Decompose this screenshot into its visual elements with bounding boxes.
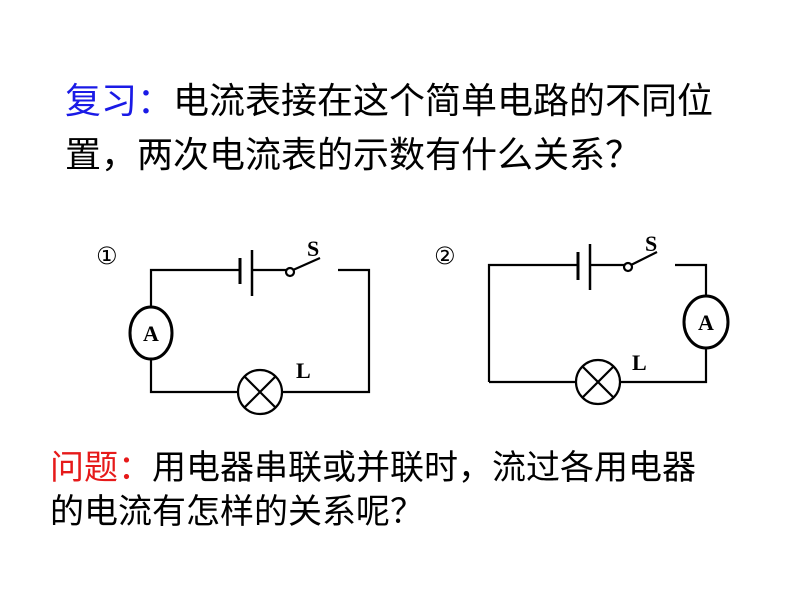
circuit-1: ① A S L bbox=[96, 236, 371, 416]
question-label: 问题： bbox=[50, 448, 152, 488]
ammeter-icon bbox=[128, 305, 174, 361]
question-text-1: 用电器串联或并联时，流过各用电器 bbox=[152, 448, 696, 488]
question-text-2: 的电流有怎样的关系呢？ bbox=[50, 492, 424, 532]
switch-pivot bbox=[284, 266, 296, 278]
circuit-2-number: ② bbox=[434, 242, 456, 270]
review-text-1: 电流表接在这个简单电路的不同位 bbox=[173, 81, 714, 122]
review-text-2: 置，两次电流表的示数有什么关系？ bbox=[65, 135, 642, 176]
lamp-icon bbox=[574, 358, 622, 406]
ammeter-label: A bbox=[143, 321, 159, 346]
ammeter-label: A bbox=[698, 310, 714, 335]
switch-blade bbox=[292, 256, 321, 272]
switch-pivot bbox=[622, 261, 634, 273]
ammeter-icon bbox=[682, 294, 730, 350]
circuit-1-number: ① bbox=[96, 242, 118, 270]
lamp-label: L bbox=[296, 358, 311, 383]
wire bbox=[489, 263, 708, 384]
wire bbox=[487, 263, 624, 382]
lamp-cross bbox=[582, 366, 614, 398]
switch-blade bbox=[630, 251, 658, 266]
switch-label: S bbox=[307, 236, 319, 261]
lamp-icon bbox=[236, 368, 284, 416]
circuit-2: ② A S L bbox=[434, 231, 730, 406]
lamp-cross bbox=[244, 376, 276, 408]
wire bbox=[149, 268, 371, 394]
review-line-1: 复习：电流表接在这个简单电路的不同位 bbox=[65, 72, 713, 124]
wire bbox=[149, 268, 286, 306]
question-line-1: 问题：用电器串联或并联时，流过各用电器 bbox=[50, 440, 696, 489]
review-label: 复习： bbox=[65, 81, 174, 122]
switch-label: S bbox=[645, 231, 657, 256]
lamp-label: L bbox=[632, 350, 647, 375]
